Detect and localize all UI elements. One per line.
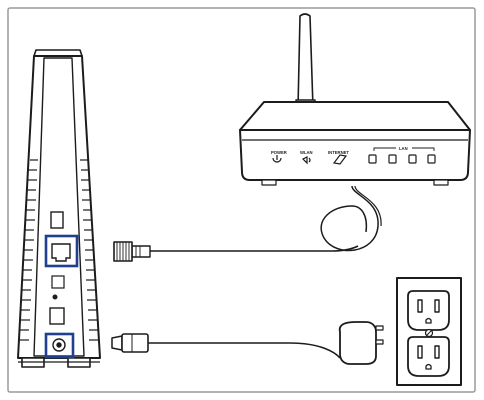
internet-indicator-label: INTERNET	[328, 150, 349, 155]
power-brick	[338, 321, 377, 365]
wall-outlet-icon	[396, 277, 462, 386]
barrel-plug	[121, 333, 149, 353]
usb-port	[51, 275, 65, 289]
power-adapter-icon	[111, 321, 384, 365]
internet-icon	[332, 154, 348, 165]
ethernet-port	[51, 243, 71, 262]
lower-receptacle	[407, 336, 450, 377]
coax-port	[50, 211, 64, 229]
ethernet-port-highlight	[44, 234, 79, 268]
antenna-icon	[297, 13, 314, 109]
lan-port-1-icon	[368, 154, 377, 164]
lan-port-4-icon	[427, 154, 436, 164]
wlan-icon	[301, 156, 311, 165]
reset-hole	[52, 294, 58, 300]
lan-indicator-label: LAN	[399, 146, 408, 151]
power-indicator-label: POWER	[271, 150, 287, 155]
power-switch	[49, 307, 65, 325]
power-icon	[272, 157, 282, 163]
ethernet-cable-icon	[113, 185, 382, 262]
wireless-router-icon	[239, 13, 471, 186]
upper-receptacle	[407, 290, 450, 331]
wlan-indicator-label: WLAN	[300, 150, 313, 155]
router-indicators: POWER WLAN INTERNET LAN	[271, 146, 436, 165]
power-port-highlight	[44, 332, 75, 359]
cable-modem-icon	[17, 49, 101, 368]
rj45-plug	[131, 245, 151, 258]
lan-port-2-icon	[388, 154, 397, 164]
diagram-frame	[7, 7, 476, 393]
modem-ports	[44, 211, 79, 359]
lan-port-3-icon	[408, 154, 417, 164]
